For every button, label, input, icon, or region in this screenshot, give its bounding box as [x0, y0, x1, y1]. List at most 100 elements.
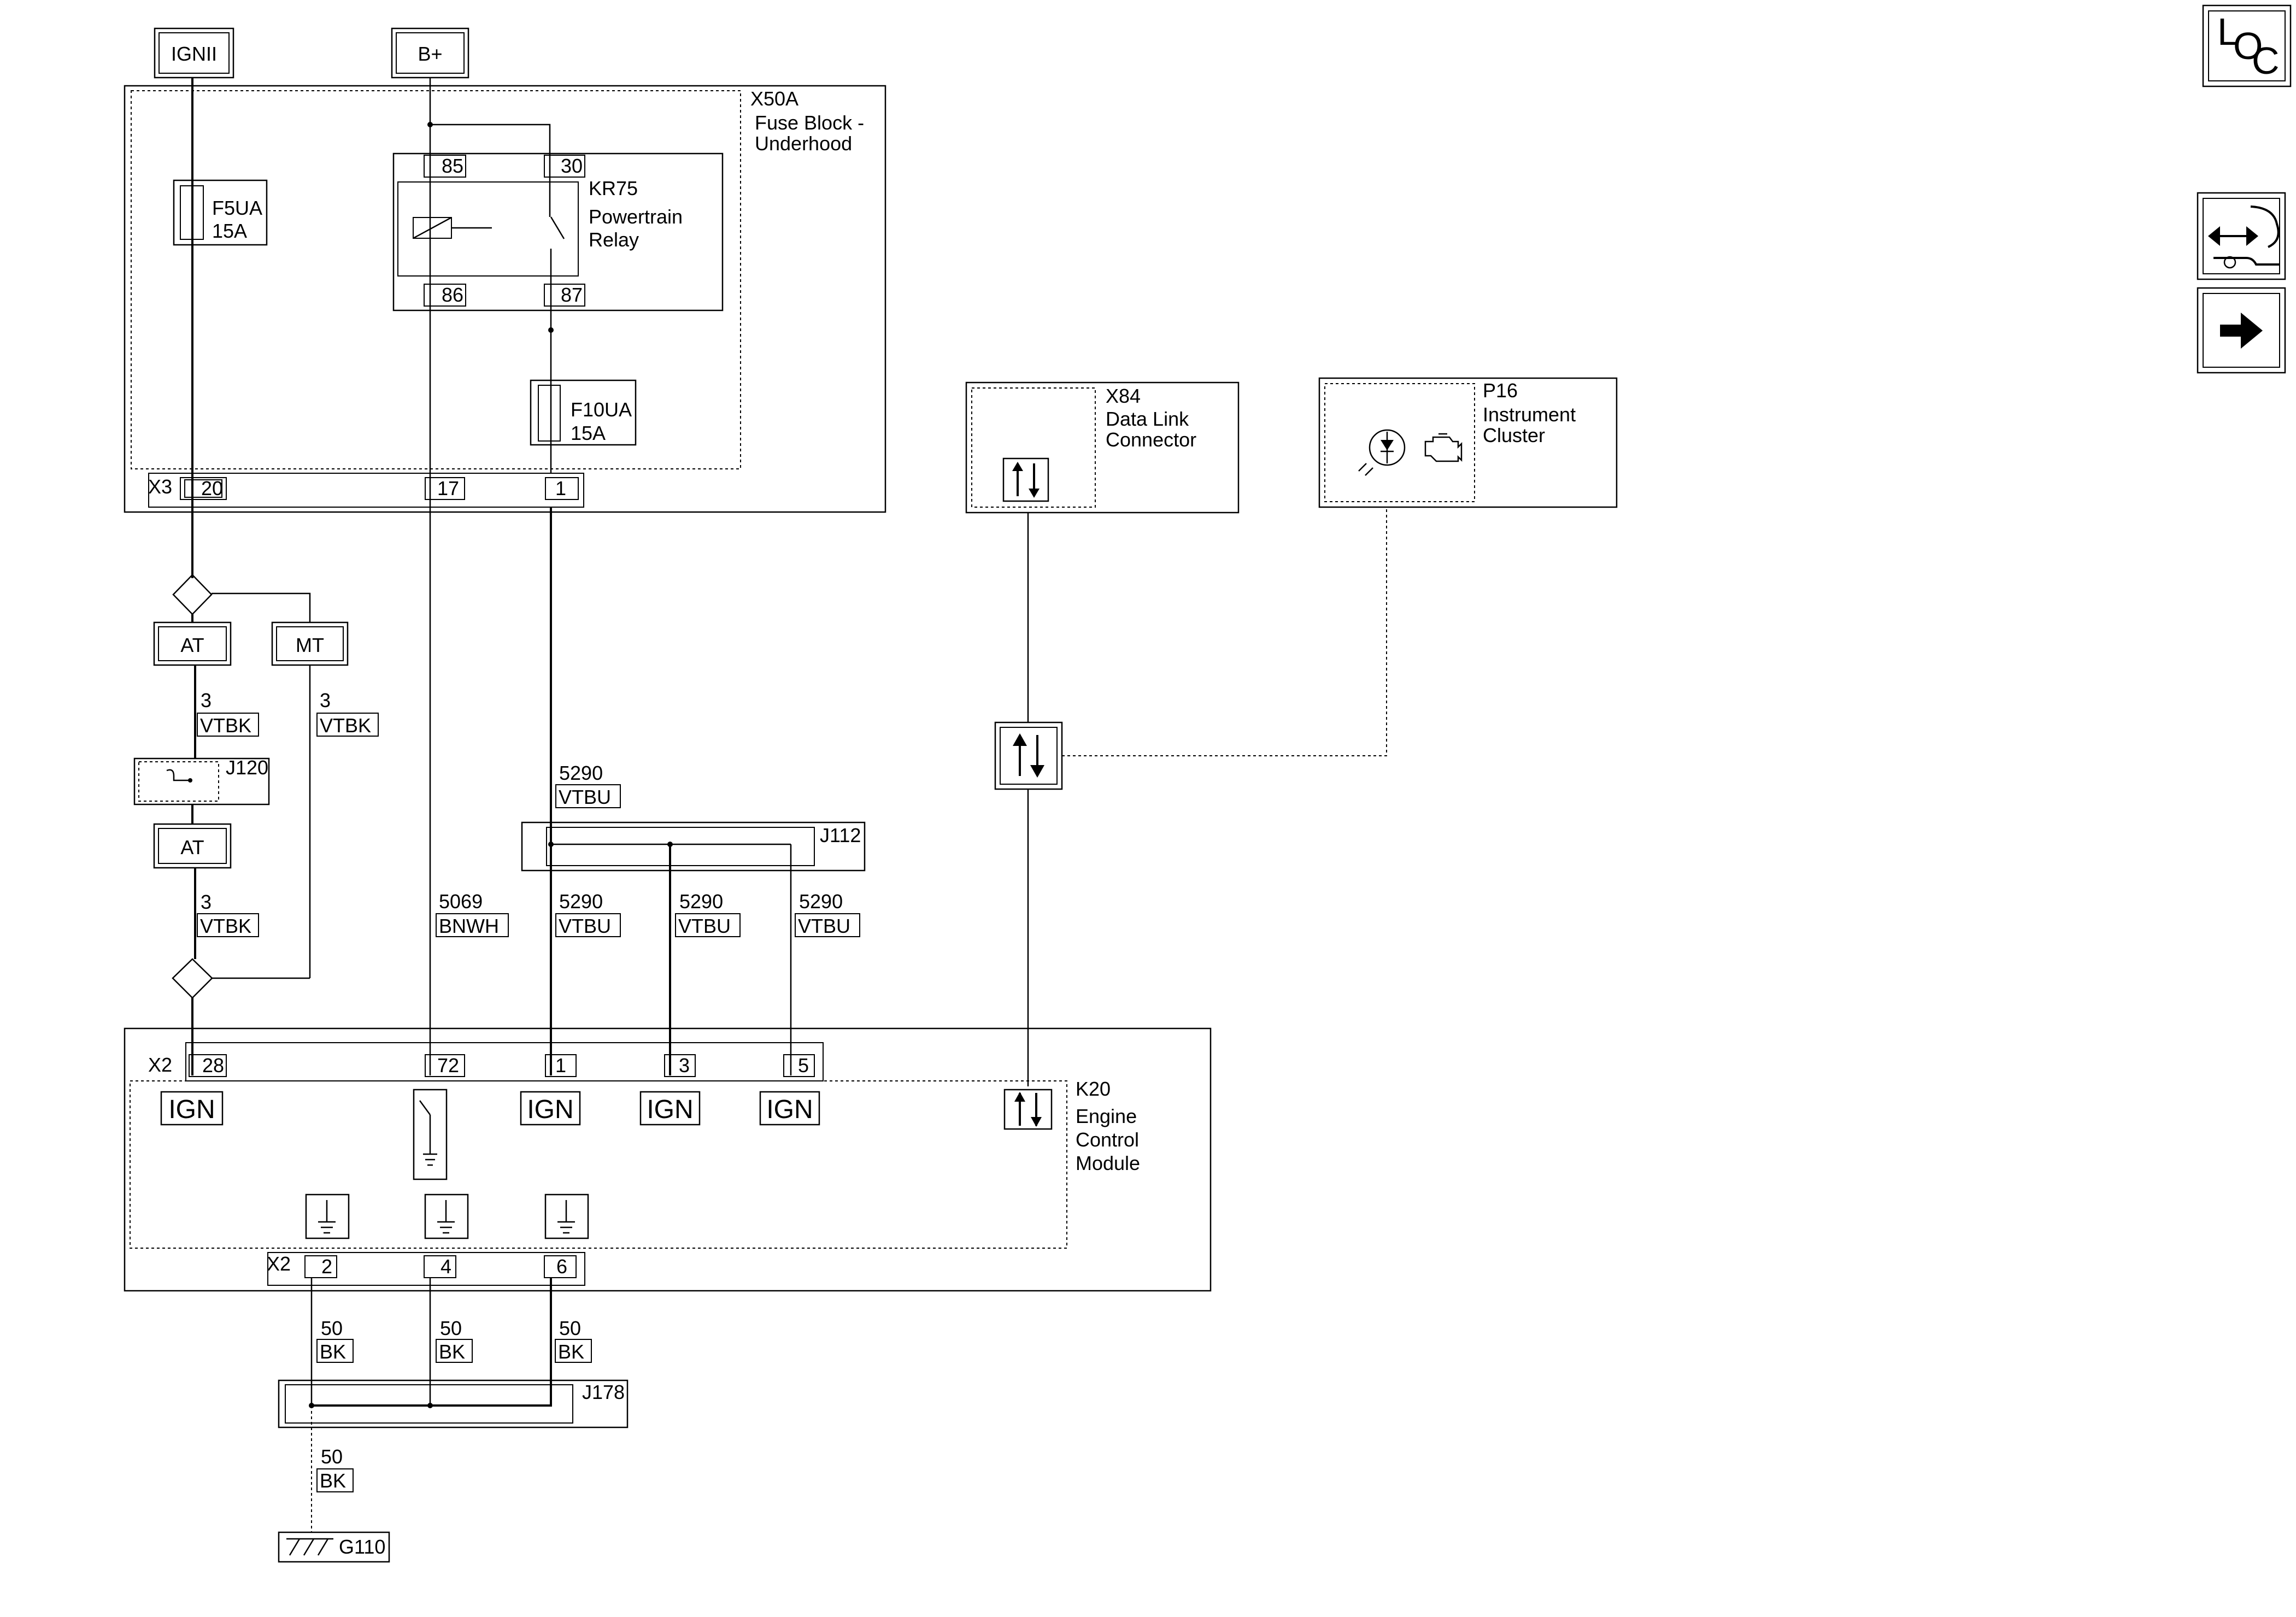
data-link-connector-x84: X84 Data Link Connector: [965, 381, 1240, 514]
x3-pin-20: 20: [201, 477, 223, 499]
splice-j178: J178: [582, 1381, 625, 1403]
ground-g110-label: G110: [339, 1536, 385, 1558]
vtbk-size-1: 3: [201, 689, 212, 712]
ecm-pin-28: 28: [202, 1054, 224, 1077]
vtbk-color-3: VTBK: [200, 915, 251, 937]
cluster-id: P16: [1483, 379, 1518, 402]
ecm-pin-6: 6: [556, 1255, 567, 1278]
fuse-f10ua-id: F10UA: [571, 398, 632, 421]
battery-source-label: B+: [418, 43, 442, 65]
arrow-right-icon: [2220, 313, 2263, 349]
cluster-name-1: Instrument: [1483, 403, 1576, 426]
option-at-2: AT: [180, 836, 204, 859]
fuse-block-id: X50A: [750, 87, 798, 110]
vtbu-color-main: VTBU: [559, 786, 611, 808]
ecm-ground-icon-3: [544, 1193, 589, 1239]
ecm-name-3: Module: [1076, 1152, 1140, 1174]
vtbk-size-2: 3: [320, 689, 331, 712]
bk-color-1: BK: [320, 1340, 346, 1363]
splice-j120: J120: [226, 756, 268, 779]
bk-color-3: BK: [558, 1340, 584, 1363]
option-mt: MT: [296, 634, 324, 656]
check-engine-icon: [1424, 433, 1463, 462]
fuse-block-x50a: X50A Fuse Block - Underhood X3 20 17 1: [124, 85, 886, 513]
fuse-block-connector: X3: [148, 475, 172, 498]
ecm-pin-1: 1: [555, 1054, 566, 1077]
fuse-block-name-2: Underhood: [755, 132, 852, 155]
next-page-button[interactable]: [2197, 287, 2286, 374]
ecm-name-2: Control: [1076, 1128, 1139, 1151]
connector-wrench-icon: [2208, 205, 2280, 269]
bk-size-1: 50: [321, 1317, 343, 1339]
ecm-connector-bottom: X2: [267, 1253, 291, 1275]
vtbu-circuit-no-2: 5290: [679, 890, 723, 913]
relay-pin-86: 86: [442, 284, 463, 306]
bk-size-3: 50: [559, 1317, 581, 1339]
vtbk-circuit: AT MT 3 VTBK 3 VTBK J120 AT 3 VTBK: [133, 78, 379, 1075]
ecm-pin-3: 3: [679, 1054, 690, 1077]
ecm-ign-1: IGN: [168, 1095, 215, 1124]
vtbk-color-1: VTBK: [200, 714, 251, 737]
vtbu-color-2: VTBU: [678, 915, 731, 937]
ecm-ground-icon-2: [424, 1193, 469, 1239]
serial-data-icon: [1002, 457, 1049, 502]
relay-name-2: Relay: [589, 228, 639, 251]
bk-color-2: BK: [439, 1340, 465, 1363]
ecm-pin-5: 5: [798, 1054, 809, 1077]
bnwh-circuit: 5069 BNWH: [427, 78, 554, 1075]
ground-circuit: 50 BK 50 BK 50 BK J178 50 BK G110: [278, 1278, 629, 1563]
fuse-f5ua-rating: 15A: [212, 220, 247, 242]
bk-size-2: 50: [440, 1317, 462, 1339]
loc-letter-o: O: [2233, 25, 2263, 67]
ground-g110-icon: [286, 1538, 333, 1556]
relay-pin-85: 85: [442, 155, 463, 177]
location-view-button[interactable]: L O C: [2202, 4, 2292, 87]
dlc-id: X84: [1106, 385, 1141, 407]
dlc-name-1: Data Link: [1106, 408, 1189, 430]
splice-j112: J112: [820, 824, 861, 846]
ecm-pin-4: 4: [441, 1255, 451, 1278]
ecm-ground-icon-1: [305, 1193, 350, 1239]
fuse-f10ua: F10UA 15A: [530, 379, 637, 446]
vtbu-color-1: VTBU: [559, 915, 611, 937]
ecm-switch-input-icon: [413, 1089, 448, 1180]
vtbu-color-3: VTBU: [798, 915, 850, 937]
ecm-ign-3: IGN: [647, 1095, 693, 1124]
x3-pin-17: 17: [437, 477, 459, 499]
ecm-serial-data-icon: [1003, 1089, 1053, 1130]
relay-id: KR75: [589, 177, 638, 199]
x3-pin-1: 1: [555, 477, 566, 499]
ecm-pin-2: 2: [321, 1255, 332, 1278]
vtbk-color-2: VTBK: [320, 714, 371, 737]
relay-name-1: Powertrain: [589, 205, 683, 228]
loc-letter-l: L: [2217, 10, 2239, 53]
loc-letter-c: C: [2252, 39, 2280, 82]
bnwh-circuit-no: 5069: [439, 890, 483, 913]
battery-source: B+: [391, 27, 469, 79]
bk-size-4: 50: [321, 1445, 343, 1468]
ignition-source: IGNII: [154, 27, 234, 79]
bnwh-color: BNWH: [439, 915, 499, 937]
instrument-cluster-p16: P16 Instrument Cluster: [1318, 377, 1618, 508]
component-connector-view-button[interactable]: [2197, 192, 2286, 280]
ecm-id: K20: [1076, 1078, 1111, 1100]
relay-kr75: 85 30 86 87 KR75 Powertrain Relay: [392, 152, 724, 311]
relay-pin-30: 30: [561, 155, 583, 177]
vtbu-circuit-no-3: 5290: [799, 890, 843, 913]
ecm-ign-4: IGN: [766, 1095, 813, 1124]
fuse-block-name-1: Fuse Block -: [755, 111, 864, 134]
vtbu-circuit-no-1: 5290: [559, 890, 603, 913]
option-at-1: AT: [180, 634, 204, 656]
ecm-pin-72: 72: [437, 1054, 459, 1077]
ecm-ign-2: IGN: [527, 1095, 573, 1124]
bk-color-4: BK: [320, 1469, 346, 1492]
serial-data-inline-icon: [994, 721, 1063, 790]
ignition-source-label: IGNII: [171, 43, 217, 65]
ecm-connector-top: X2: [148, 1054, 172, 1076]
fuse-f5ua: F5UA 15A: [173, 179, 268, 246]
vtbk-size-3: 3: [201, 891, 212, 913]
ecm-name-1: Engine: [1076, 1105, 1137, 1127]
relay-switch-icon: [550, 216, 565, 239]
vtbu-circuit-no-main: 5290: [559, 762, 603, 784]
